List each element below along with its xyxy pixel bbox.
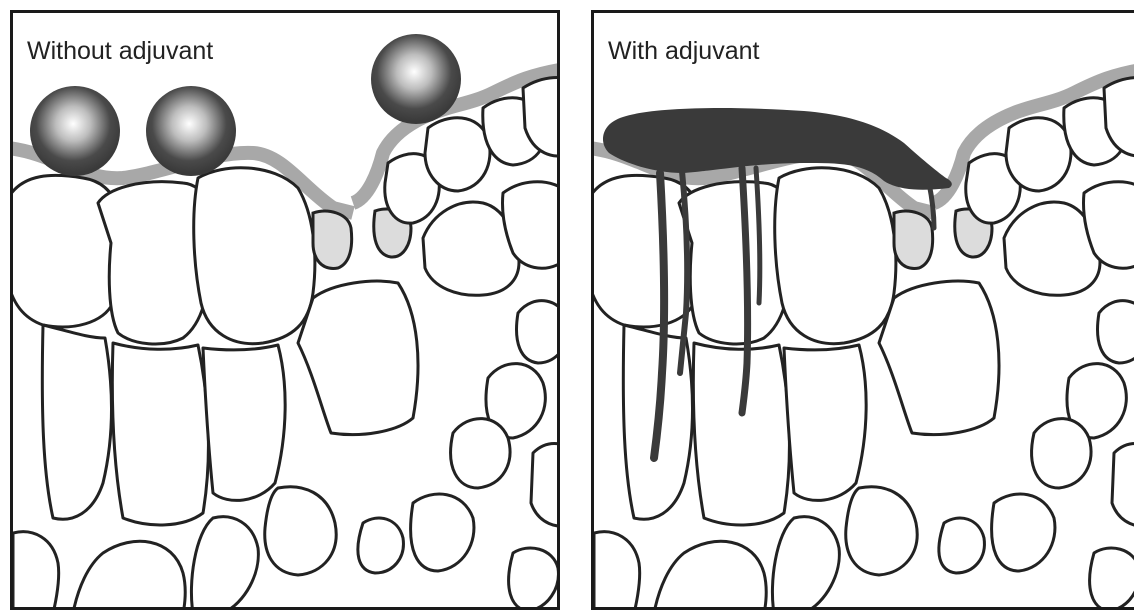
panel-title: With adjuvant (608, 37, 759, 66)
panel-without-adjuvant: Without adjuvant (10, 10, 560, 610)
droplet (146, 86, 236, 176)
droplet (371, 34, 461, 124)
panel-title: Without adjuvant (27, 37, 213, 66)
droplet (30, 86, 120, 176)
leaf-cross-section-diagram (594, 13, 1134, 610)
leaf-cross-section-diagram (13, 13, 560, 610)
panel-with-adjuvant: With adjuvant (591, 10, 1134, 610)
